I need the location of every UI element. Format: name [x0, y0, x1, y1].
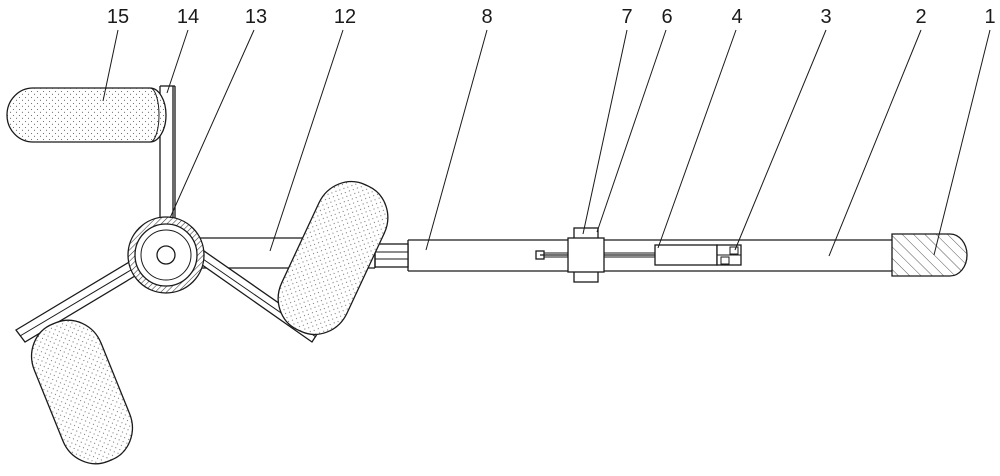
callout-7: 7 [621, 6, 632, 28]
callout-2: 2 [915, 6, 926, 28]
callout-4: 4 [731, 6, 742, 28]
callout-15: 15 [107, 6, 129, 28]
internal-mechanism [535, 227, 742, 283]
leader-lines [102, 29, 991, 257]
upper-roller [6, 87, 167, 143]
callout-14: 14 [177, 6, 199, 28]
actuator-cylinder [654, 244, 718, 266]
lower-right-roller [277, 180, 389, 336]
end-cap [891, 233, 968, 277]
collar-sleeve [567, 237, 605, 273]
callout-labels: 15 14 13 12 8 7 6 4 3 2 1 [107, 6, 996, 28]
sliding-rods [374, 243, 409, 268]
callout-12: 12 [334, 6, 356, 28]
hub [127, 216, 205, 294]
callout-3: 3 [820, 6, 831, 28]
callout-6: 6 [661, 6, 672, 28]
callout-13: 13 [245, 6, 267, 28]
lower-left-roller [30, 319, 134, 465]
callout-1: 1 [984, 6, 995, 28]
callout-8: 8 [481, 6, 492, 28]
